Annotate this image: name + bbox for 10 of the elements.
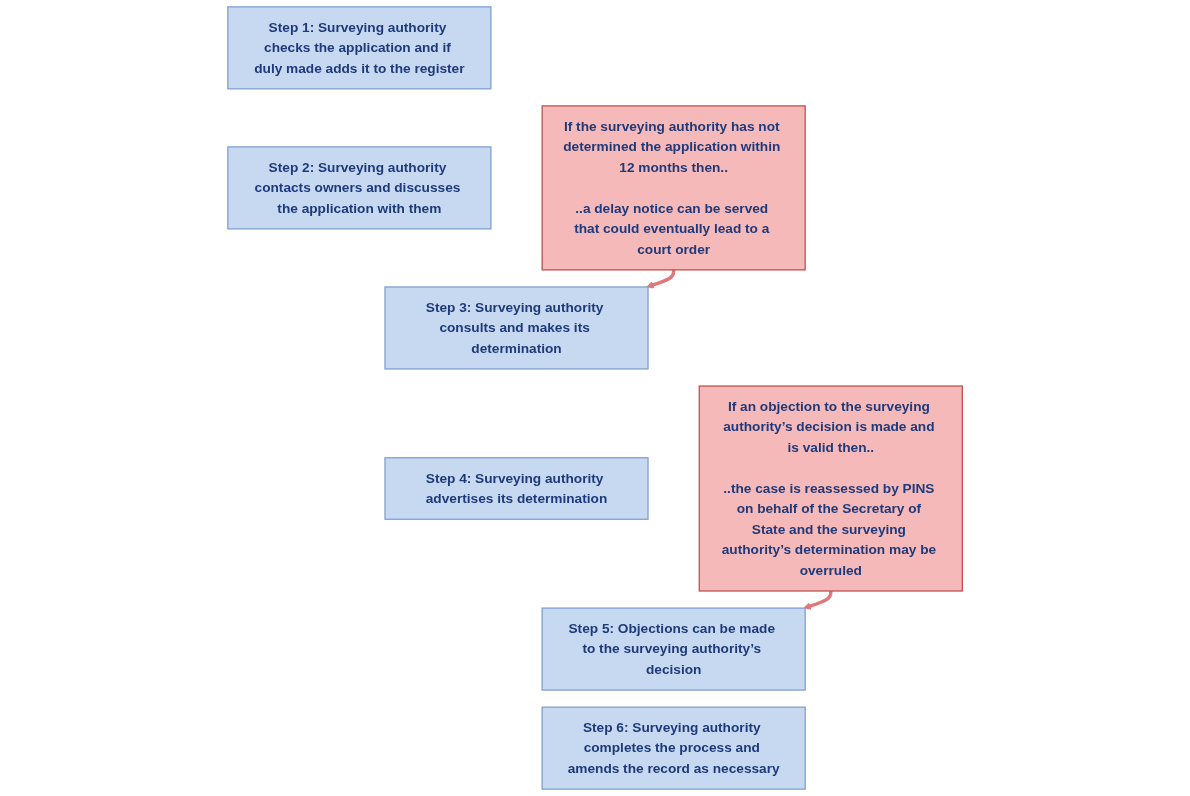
node-box: Step 4: Surveying authority advertises its determination [384,457,649,520]
arrow [646,269,676,289]
node-box: Step 6: Surveying authority completes the process and amends the record as necessary [541,706,806,790]
node-box: If the surveying authority has not determined the application within 12 months then.. ..a delay notice can be served that could eventually lead to a court order [541,105,806,271]
node-box: Step 1: Surveying authority checks the application and if duly made adds it to the register [227,6,492,90]
node-box: Step 3: Surveying authority consults and makes its determination [384,286,649,370]
node-box: If an objection to the surveying authority’s decision is made and is valid then.. ..the case is reassessed by PINS on behalf of the Secretary of State and the surveying authority’s determination may be overruled [698,385,963,592]
arrow [803,590,833,610]
node-box: Step 2: Surveying authority contacts owners and discusses the application with them [227,146,492,230]
node-box: Step 5: Objections can be made to the surveying authority’s decision [541,607,806,691]
